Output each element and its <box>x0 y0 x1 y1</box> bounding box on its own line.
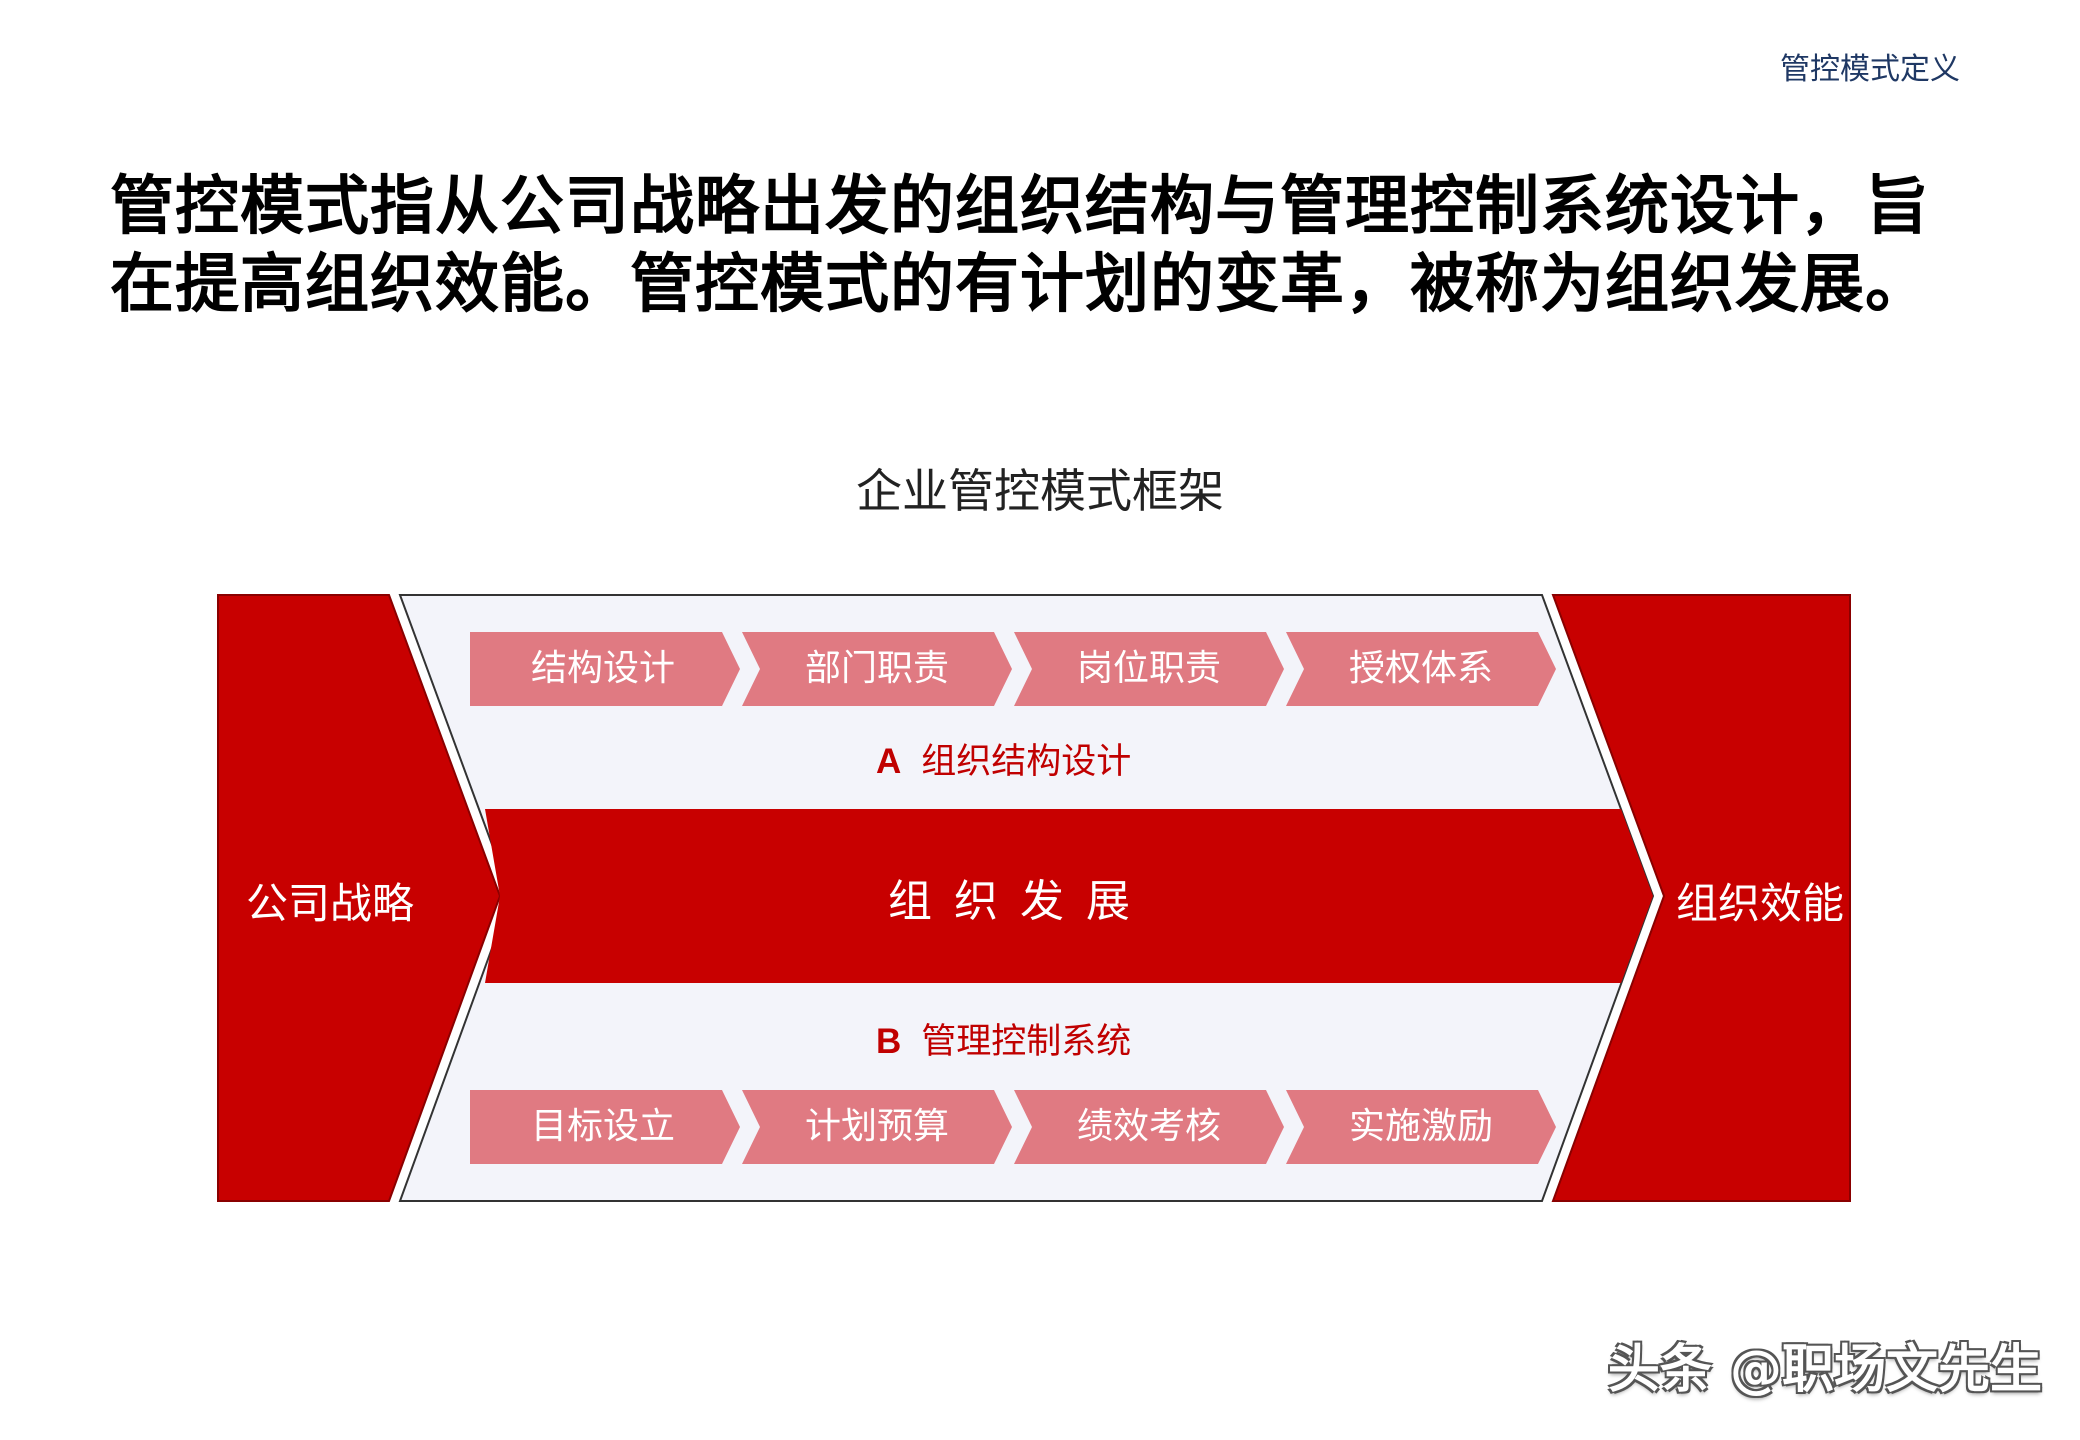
step-a-1-label: 结构设计 <box>530 648 675 689</box>
section-a-title: 组织结构设计 <box>921 742 1132 782</box>
step-a-4-shape <box>1286 632 1556 706</box>
step-b-1-label: 目标设立 <box>530 1106 675 1147</box>
framework-title: 企业管控模式框架 <box>856 464 1224 518</box>
center-development-band <box>485 809 1653 983</box>
center-development-label: 组织发展 <box>888 876 1152 927</box>
right-effectiveness-label: 组织效能 <box>1675 879 1844 928</box>
right-effectiveness-chevron <box>1551 594 1851 1202</box>
left-strategy-chevron <box>217 594 502 1202</box>
step-a-3-shape <box>1014 632 1284 706</box>
headline-line-2: 在提高组织效能。管控模式的有计划的变革，被称为组织发展。 <box>110 248 1930 322</box>
step-b-2-label: 计划预算 <box>804 1106 949 1147</box>
section-b-title: 管理控制系统 <box>921 1022 1132 1062</box>
section-b-letter: B <box>876 1022 902 1061</box>
step-a-2-label: 部门职责 <box>804 648 949 689</box>
step-a-2-shape <box>742 632 1012 706</box>
headline: 管控模式指从公司战略出发的组织结构与管理控制系统设计，旨 在提高组织效能。管控模… <box>110 168 1970 324</box>
section-a-letter: A <box>876 742 902 781</box>
headline-line-1: 管控模式指从公司战略出发的组织结构与管理控制系统设计，旨 <box>110 170 1930 244</box>
step-b-4-label: 实施激励 <box>1348 1106 1493 1147</box>
step-b-4-shape <box>1286 1090 1556 1164</box>
section-b-label: B 管理控制系统 <box>876 1013 1131 1064</box>
step-b-2-shape <box>742 1090 1012 1164</box>
step-b-3-label: 绩效考核 <box>1076 1106 1221 1147</box>
corner-title: 管控模式定义 <box>1780 52 1960 87</box>
step-b-3-shape <box>1014 1090 1284 1164</box>
watermark: 头条 @职场文先生 <box>1607 1340 2042 1400</box>
step-b-1-shape <box>470 1090 740 1164</box>
left-strategy-label: 公司战略 <box>245 879 414 928</box>
step-a-3-label: 岗位职责 <box>1076 648 1221 689</box>
step-a-4-label: 授权体系 <box>1348 648 1493 689</box>
section-a-label: A 组织结构设计 <box>876 733 1131 784</box>
step-a-1-shape <box>470 632 740 706</box>
